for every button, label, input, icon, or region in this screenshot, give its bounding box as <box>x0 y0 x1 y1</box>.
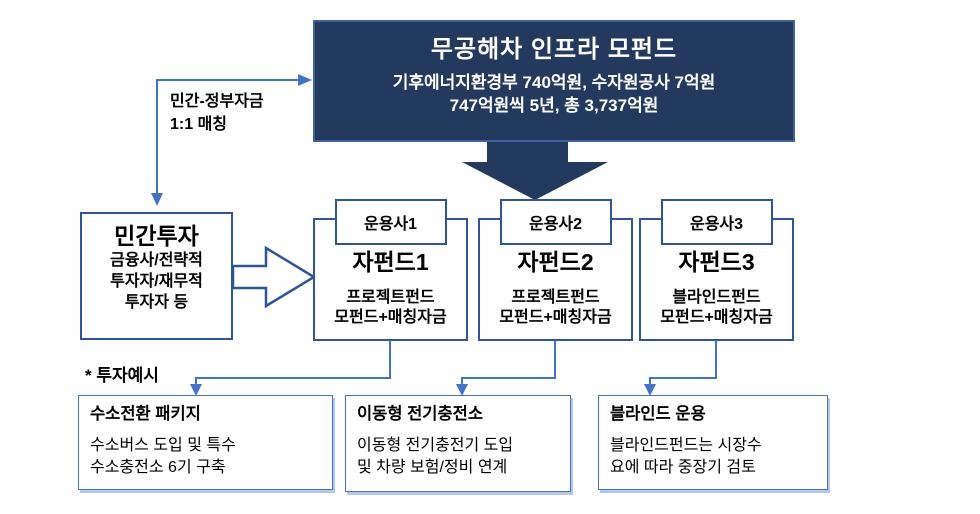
private-investment-title: 민간투자 <box>114 223 199 249</box>
child-fund-2-type: 프로젝트펀드 <box>511 289 600 306</box>
example-1-line1: 수소버스 도입 및 특수 <box>90 437 236 454</box>
matching-connector-right-arrow-icon <box>298 74 312 86</box>
mother-fund-title: 무공해차 인프라 모펀드 <box>430 36 678 63</box>
mother-fund-subtitle-line1: 기후에너지환경부 740억원, 수자원공사 7억원 <box>392 73 716 92</box>
fund3-example-connector <box>649 340 717 385</box>
manager-2-box: 운용사2 <box>499 199 612 245</box>
private-to-fund-arrow-icon <box>231 245 317 309</box>
child-fund-1-funding: 모펀드+매칭자금 <box>334 309 447 326</box>
mother-fund-subtitle-line2: 747억원씩 5년, 총 3,737억원 <box>449 96 659 115</box>
fund2-example-connector <box>461 340 556 385</box>
example-box-mobile-charging: 이동형 전기충전소 이동형 전기충전기 도입 및 차량 보험/정비 연계 <box>345 395 571 492</box>
example-2-line2: 및 차량 보험/정비 연계 <box>357 459 508 476</box>
child-fund-3-funding: 모펀드+매칭자금 <box>660 309 773 326</box>
fund-group-1: 자펀드1 프로젝트펀드 모펀드+매칭자금 운용사1 <box>313 199 468 341</box>
example-3-title: 블라인드 운용 <box>610 405 706 423</box>
child-fund-2-funding: 모펀드+매칭자금 <box>499 309 612 326</box>
example-2-line1: 이동형 전기충전기 도입 <box>357 437 514 454</box>
private-investment-line3: 투자자 등 <box>124 294 189 311</box>
manager-2-label: 운용사2 <box>528 216 583 233</box>
example-box-hydrogen: 수소전환 패키지 수소버스 도입 및 특수 수소충전소 6기 구축 <box>78 395 333 490</box>
matching-label-line1: 민간-정부자금 <box>170 93 264 110</box>
matching-connector-down-arrow-icon <box>151 193 163 206</box>
private-investment-line2: 투자자/재무적 <box>110 273 203 290</box>
manager-3-box: 운용사3 <box>660 199 773 245</box>
example-box-blind-fund: 블라인드 운용 블라인드펀드는 시장수 요에 따라 중장기 검토 <box>598 395 828 490</box>
fund-group-2: 자펀드2 프로젝트펀드 모펀드+매칭자금 운용사2 <box>478 199 633 341</box>
matching-label: 민간-정부자금 1:1 매칭 <box>170 90 264 136</box>
manager-1-box: 운용사1 <box>334 199 447 245</box>
private-investment-box: 민간투자 금융사/전략적 투자자/재무적 투자자 등 <box>80 212 233 340</box>
mother-fund-box: 무공해차 인프라 모펀드 기후에너지환경부 740억원, 수자원공사 7억원 7… <box>313 20 795 142</box>
example-1-line2: 수소충전소 6기 구축 <box>90 459 226 476</box>
example-1-title: 수소전환 패키지 <box>90 405 201 423</box>
fund1-example-connector <box>195 340 391 385</box>
matching-label-line2: 1:1 매칭 <box>170 116 228 133</box>
child-fund-3-name: 자펀드3 <box>678 249 755 275</box>
example-3-line1: 블라인드펀드는 시장수 <box>610 437 762 454</box>
example-3-line2: 요에 따라 중장기 검토 <box>610 459 756 476</box>
child-fund-2-name: 자펀드2 <box>517 249 594 275</box>
child-fund-1-name: 자펀드1 <box>352 249 429 275</box>
manager-1-label: 운용사1 <box>363 216 418 233</box>
example-2-title: 이동형 전기충전소 <box>357 405 484 423</box>
fund-group-3: 자펀드3 블라인드펀드 모펀드+매칭자금 운용사3 <box>639 199 794 341</box>
private-investment-line1: 금융사/전략적 <box>110 252 203 269</box>
mother-fund-down-arrow-icon <box>462 141 608 200</box>
investment-examples-label: * 투자예시 <box>85 366 159 385</box>
child-fund-3-type: 블라인드펀드 <box>672 289 761 306</box>
manager-3-label: 운용사3 <box>689 216 744 233</box>
child-fund-1-type: 프로젝트펀드 <box>346 289 435 306</box>
